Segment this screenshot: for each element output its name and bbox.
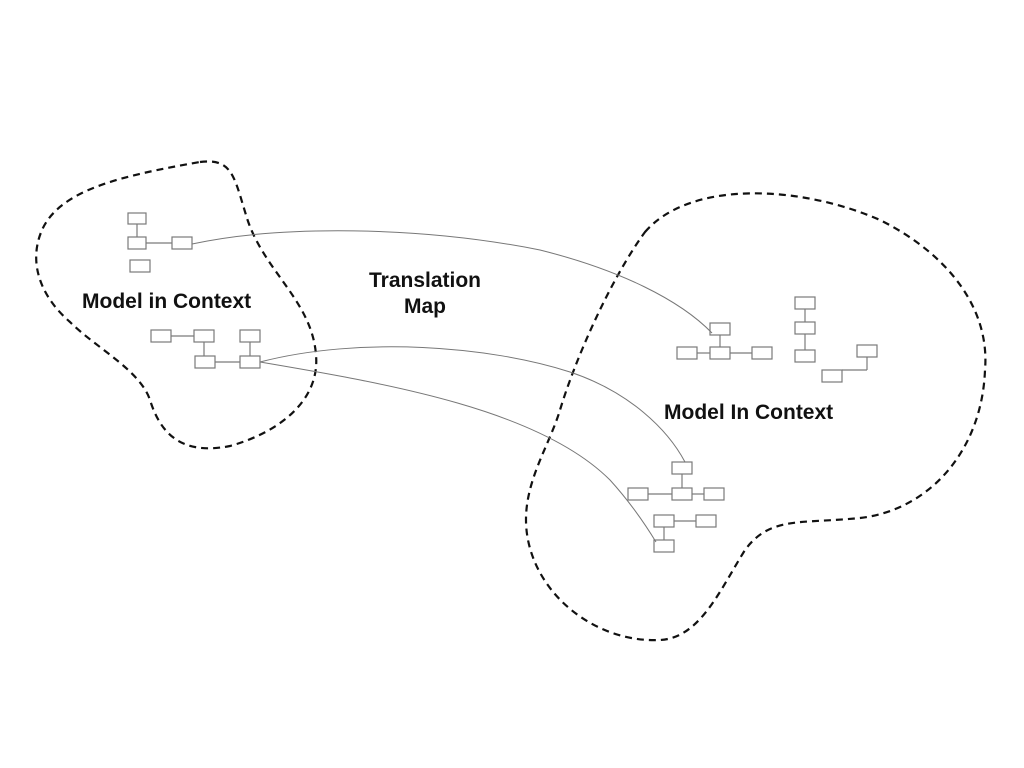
right-model-upper-right (794, 296, 878, 383)
model-box (193, 329, 215, 343)
model-box (239, 329, 261, 343)
translation-map-label: Translation Map (355, 268, 495, 320)
connector-bottom (259, 361, 657, 543)
model-box (627, 487, 649, 501)
model-box (751, 346, 773, 360)
translation-map-line-2: Map (404, 295, 446, 318)
model-box (856, 344, 878, 358)
right-model-lower (627, 461, 725, 553)
model-box (821, 369, 843, 383)
left-context-boundary (35, 160, 318, 450)
left-model-upper (127, 212, 193, 273)
connector-top (191, 230, 713, 334)
model-box (671, 487, 693, 501)
model-box (171, 236, 193, 250)
model-box (676, 346, 698, 360)
translation-map-line-1: Translation (368, 269, 482, 292)
model-box (794, 349, 816, 363)
model-box (703, 487, 725, 501)
left-context-label: Model in Context (82, 290, 252, 313)
right-context-label: Model In Context (664, 401, 834, 424)
model-box (239, 355, 261, 369)
model-box (127, 212, 147, 225)
model-box (709, 346, 731, 360)
translation-connectors (191, 230, 713, 543)
model-box (129, 259, 151, 273)
model-box (794, 321, 816, 335)
model-box (127, 236, 147, 250)
model-box (695, 514, 717, 528)
model-box (794, 296, 816, 310)
model-box (671, 461, 693, 475)
model-box (653, 539, 675, 553)
right-model-center (676, 322, 773, 360)
model-box (653, 514, 675, 528)
left-model-lower (150, 329, 261, 369)
connector-middle (259, 346, 686, 463)
model-box (194, 355, 216, 369)
model-box (709, 322, 731, 336)
model-box (150, 329, 172, 343)
